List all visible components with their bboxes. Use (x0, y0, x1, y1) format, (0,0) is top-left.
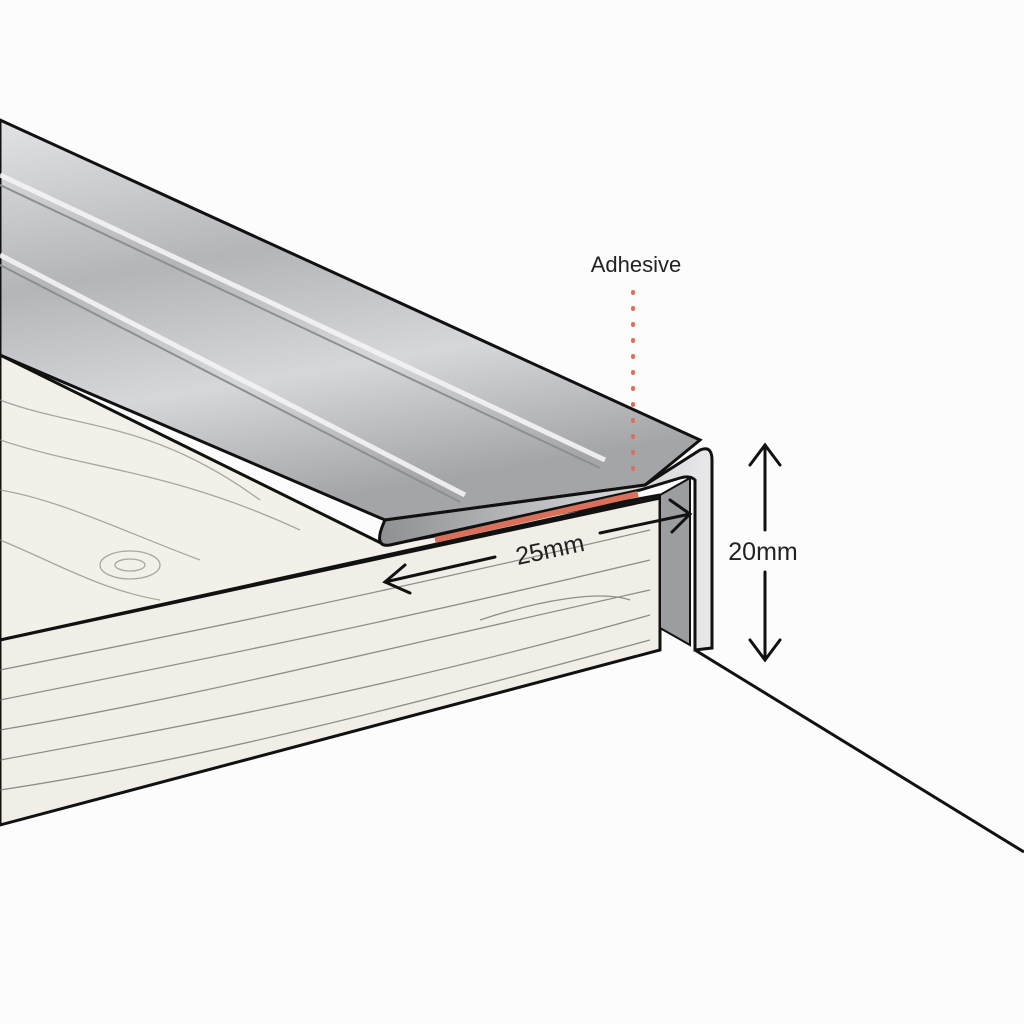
floor-line (694, 648, 1024, 854)
nosing-ridges (0, 172, 607, 498)
width-dimension-arrow (382, 498, 693, 595)
wood-grain-front (0, 529, 651, 791)
nosing-front-strip (378, 447, 714, 652)
adhesive-strip (434, 491, 639, 543)
adhesive-label: Adhesive (591, 252, 682, 277)
height-label: 20mm (728, 538, 797, 566)
wood-tread-front (0, 496, 662, 827)
height-dimension-arrow (748, 442, 782, 663)
wood-grain-top (0, 399, 301, 601)
